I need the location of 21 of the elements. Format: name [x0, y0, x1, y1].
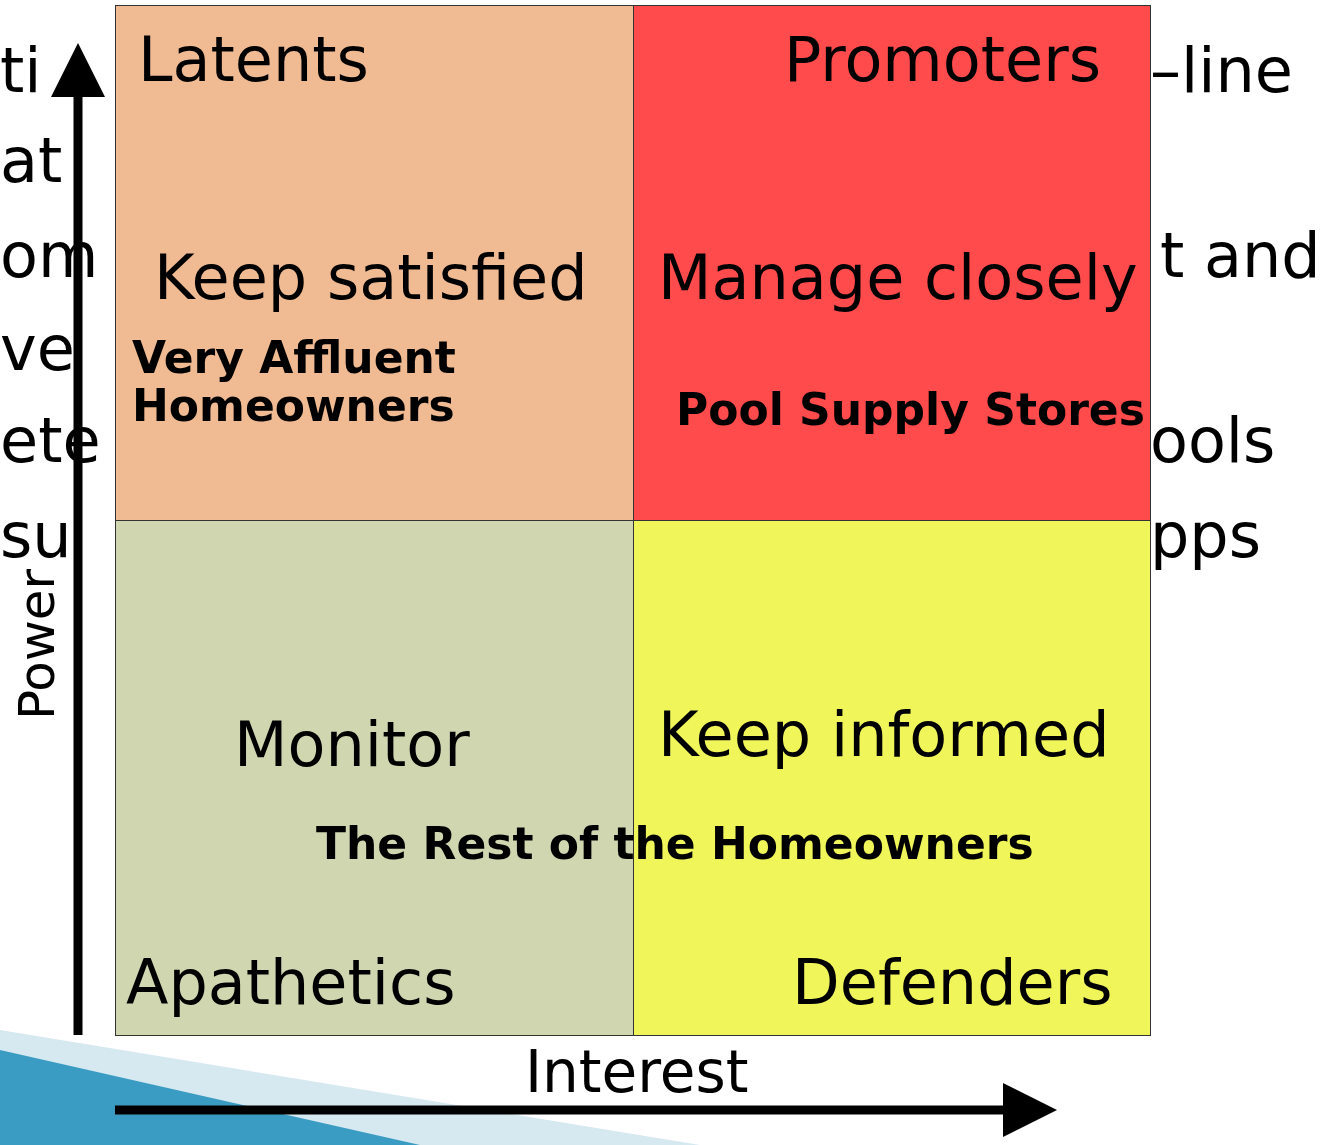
- strategy-label: Keep informed: [658, 701, 1110, 770]
- background-text-fragment: at: [0, 130, 63, 192]
- axis-label: Power: [8, 568, 66, 720]
- background-text-fragment: ve: [0, 318, 75, 380]
- quadrant-title: Promoters: [784, 26, 1101, 95]
- group-label: Very Affluent Homeowners: [132, 334, 457, 431]
- strategy-label: Keep satisfied: [154, 244, 588, 313]
- axis-label: Interest: [525, 1038, 749, 1106]
- quadrant-title: Defenders: [792, 949, 1113, 1018]
- background-text-fragment: ools: [1150, 410, 1276, 472]
- quadrant-title: Apathetics: [126, 949, 456, 1018]
- strategy-label: Monitor: [234, 711, 470, 780]
- strategy-label: Manage closely: [658, 244, 1138, 313]
- background-text-fragment: –line: [1150, 40, 1293, 102]
- group-label: Pool Supply Stores: [676, 386, 1145, 435]
- quadrant-panel: [633, 5, 1151, 521]
- background-text-fragment: ti: [0, 40, 42, 102]
- background-text-fragment: su: [0, 505, 72, 567]
- background-text-fragment: t and: [1160, 225, 1321, 287]
- quadrant-title: Latents: [138, 26, 369, 95]
- quadrant-panel: [115, 5, 634, 521]
